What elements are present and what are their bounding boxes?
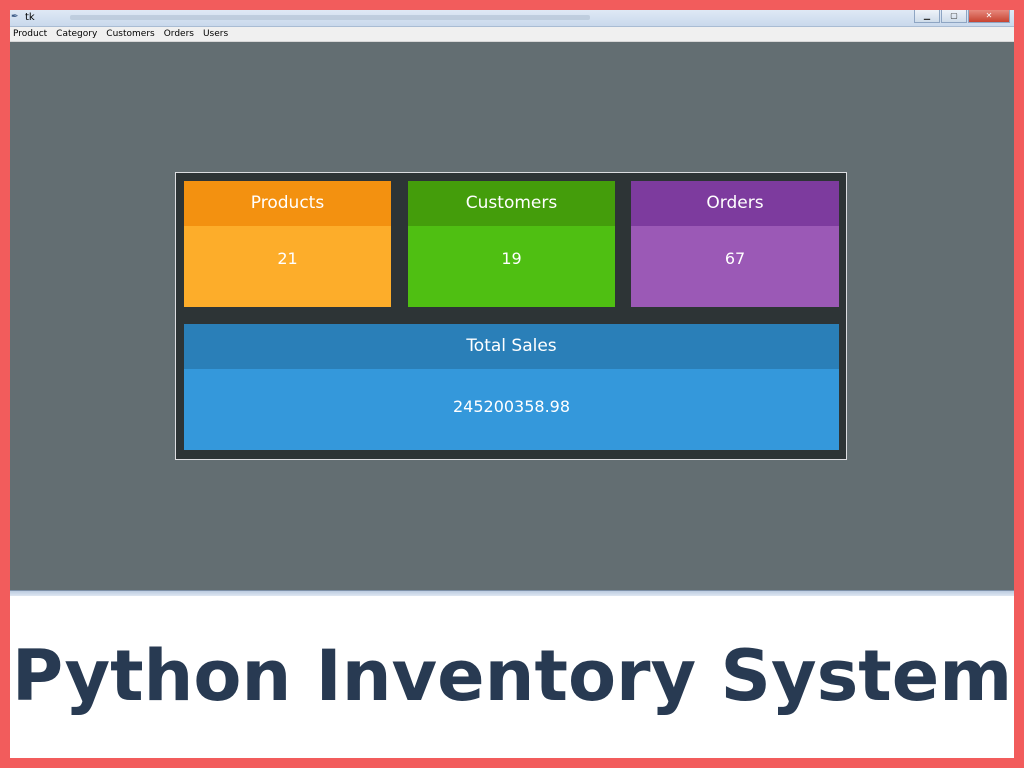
blurred-path-text [70, 15, 590, 20]
menu-orders[interactable]: Orders [163, 29, 194, 39]
window-title: tk [25, 12, 35, 23]
window-titlebar[interactable]: ✒ tk ▁ ▢ ✕ [10, 10, 1014, 27]
customers-card: Customers 19 [408, 181, 615, 307]
screenshot-frame: ✒ tk ▁ ▢ ✕ Product Category Customers Or… [10, 10, 1014, 758]
orders-card-label: Orders [631, 181, 839, 226]
banner-title: Python Inventory System [11, 635, 1013, 717]
close-icon[interactable]: ✕ [968, 10, 1010, 23]
menu-product[interactable]: Product [13, 29, 48, 39]
menu-category[interactable]: Category [56, 29, 98, 39]
total-sales-card: Total Sales 245200358.98 [184, 324, 839, 450]
menubar: Product Category Customers Orders Users [10, 27, 1014, 42]
menu-users[interactable]: Users [202, 29, 229, 39]
products-card-label: Products [184, 181, 391, 226]
minimize-icon[interactable]: ▁ [914, 10, 940, 23]
products-card-value: 21 [184, 226, 391, 307]
products-card: Products 21 [184, 181, 391, 307]
customers-card-label: Customers [408, 181, 615, 226]
total-sales-value: 245200358.98 [184, 369, 839, 450]
orders-card-value: 67 [631, 226, 839, 307]
dashboard-panel: Products 21 Customers 19 Orders 67 Total… [175, 172, 847, 460]
maximize-icon[interactable]: ▢ [941, 10, 967, 23]
menu-customers[interactable]: Customers [106, 29, 155, 39]
feather-icon: ✒ [11, 12, 19, 22]
total-sales-label: Total Sales [184, 324, 839, 369]
customers-card-value: 19 [408, 226, 615, 307]
window-controls: ▁ ▢ ✕ [914, 10, 1010, 24]
taskbar-edge [10, 590, 1014, 597]
caption-banner: Python Inventory System [10, 596, 1014, 758]
app-background: Products 21 Customers 19 Orders 67 Total… [10, 42, 1014, 590]
orders-card: Orders 67 [631, 181, 839, 307]
